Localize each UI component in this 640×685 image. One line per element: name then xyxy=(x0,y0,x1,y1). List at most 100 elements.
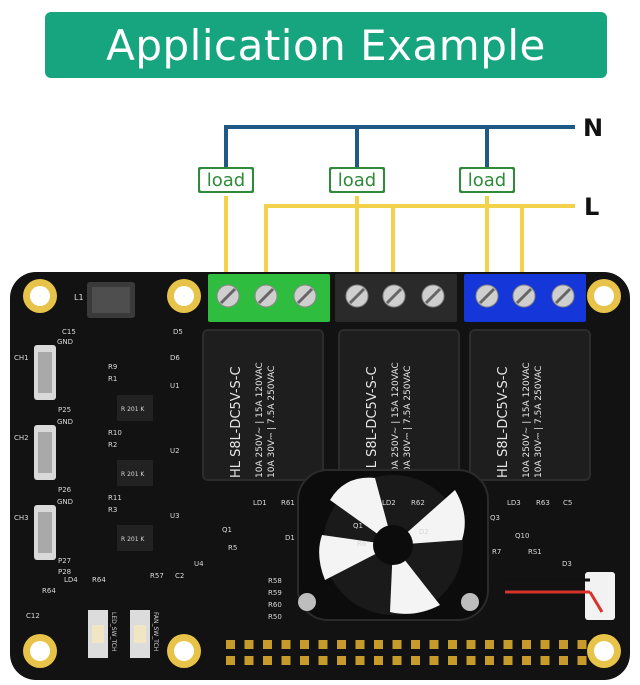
svg-text:C15: C15 xyxy=(62,328,76,336)
gpio-pin xyxy=(374,640,383,649)
gpio-pin xyxy=(226,656,235,665)
neutral-main-wire xyxy=(224,125,575,178)
svg-text:R64: R64 xyxy=(92,576,106,584)
relay-1: HL S8L-DC5V-S-C 10A 250V~ | 15A 120VAC 1… xyxy=(202,329,324,481)
svg-text:R61: R61 xyxy=(281,499,295,507)
gpio-pin xyxy=(503,656,513,665)
gpio-pin xyxy=(448,656,457,665)
gpio-pin xyxy=(466,640,476,649)
terminal-block-1 xyxy=(208,274,330,322)
svg-text:R 201 K: R 201 K xyxy=(121,471,145,478)
banner-title: Application Example xyxy=(106,20,546,70)
mounting-hole-bottom-mid xyxy=(167,634,201,668)
gpio-pin xyxy=(485,640,494,649)
svg-text:GND: GND xyxy=(57,498,73,506)
mounting-hole-bottom-left xyxy=(23,634,57,668)
relay-3-rating-a: 10A 250V~ | 15A 120VAC xyxy=(522,362,532,478)
svg-text:LD3: LD3 xyxy=(507,499,521,507)
gpio-pin xyxy=(448,640,457,649)
neutral-label: N xyxy=(583,114,603,142)
relay-3-model: HL S8L-DC5V-S-C xyxy=(496,366,511,478)
svg-text:U3: U3 xyxy=(170,512,180,520)
relay-3: HL S8L-DC5V-S-C 10A 250V~ | 15A 120VAC 1… xyxy=(469,329,591,481)
load-label-2: load xyxy=(338,170,376,191)
gpio-pin xyxy=(281,656,291,665)
title-banner: Application Example xyxy=(45,12,607,78)
svg-text:C2: C2 xyxy=(175,572,184,580)
gpio-pin xyxy=(318,640,328,649)
svg-text:GND: GND xyxy=(57,338,73,346)
gpio-pin xyxy=(522,640,531,649)
gpio-header xyxy=(226,640,587,665)
gpio-pin xyxy=(522,656,531,665)
svg-text:R1: R1 xyxy=(108,375,117,383)
relay-1-rating-b: 10A 30V⎓ | 7.5A 250VAC xyxy=(267,366,277,478)
relay-2-model: HL S8L-DC5V-S-C xyxy=(365,366,380,478)
gpio-pin xyxy=(337,640,346,649)
gpio-pin xyxy=(300,640,309,649)
gpio-pin xyxy=(263,640,272,649)
load-badge-3: load xyxy=(459,167,515,193)
neutral-wire xyxy=(224,125,575,178)
svg-text:R7: R7 xyxy=(492,548,501,556)
svg-text:LD4: LD4 xyxy=(64,576,78,584)
svg-text:U2: U2 xyxy=(170,447,180,455)
terminal-block-3 xyxy=(464,274,586,322)
svg-text:R60: R60 xyxy=(268,601,282,609)
svg-text:FAN_SW_TCH: FAN_SW_TCH xyxy=(152,612,159,651)
svg-text:C12: C12 xyxy=(26,612,40,620)
svg-text:Q1: Q1 xyxy=(353,522,363,530)
relay-1-rating-a: 10A 250V~ | 15A 120VAC xyxy=(255,362,265,478)
gpio-pin xyxy=(300,656,309,665)
gpio-pin xyxy=(466,656,476,665)
load-label-1: load xyxy=(207,170,245,191)
svg-text:R64: R64 xyxy=(42,587,56,595)
relay-2: HL S8L-DC5V-S-C 10A 250V~ | 15A 120VAC 1… xyxy=(338,329,460,481)
svg-text:D1: D1 xyxy=(285,534,295,542)
gpio-pin xyxy=(559,640,568,649)
channel-switches xyxy=(34,345,56,560)
gpio-pin xyxy=(411,640,420,649)
gpio-pin xyxy=(429,640,439,649)
gpio-pin xyxy=(263,656,272,665)
gpio-pin xyxy=(540,656,550,665)
relay-3-rating-b: 10A 30V⎓ | 7.5A 250VAC xyxy=(534,366,544,478)
gpio-pin xyxy=(337,656,346,665)
svg-text:R11: R11 xyxy=(108,494,122,502)
terminal-block-2 xyxy=(335,274,457,322)
svg-text:Q3: Q3 xyxy=(490,514,500,522)
relay-1-model: HL S8L-DC5V-S-C xyxy=(229,366,244,478)
optocouplers xyxy=(117,395,153,551)
gpio-pin xyxy=(392,640,402,649)
load-label-3: load xyxy=(468,170,506,191)
gpio-pin xyxy=(244,640,254,649)
svg-text:U4: U4 xyxy=(194,560,204,568)
inductor-l1: L1 xyxy=(74,282,135,318)
svg-text:LD2: LD2 xyxy=(382,499,396,507)
svg-text:R 201 K: R 201 K xyxy=(121,406,145,413)
svg-text:R10: R10 xyxy=(108,429,122,437)
svg-text:Q10: Q10 xyxy=(515,532,529,540)
svg-text:R57: R57 xyxy=(150,572,164,580)
mounting-hole-top-right xyxy=(587,279,621,313)
svg-text:P28: P28 xyxy=(58,568,71,576)
svg-text:R5: R5 xyxy=(228,544,237,552)
svg-text:D5: D5 xyxy=(173,328,183,336)
svg-text:P27: P27 xyxy=(58,557,71,565)
gpio-pin xyxy=(577,640,587,649)
gpio-pin xyxy=(577,656,587,665)
front-buttons xyxy=(88,610,150,658)
gpio-pin xyxy=(411,656,420,665)
svg-text:R2: R2 xyxy=(108,441,117,449)
mounting-hole-top-left xyxy=(23,279,57,313)
gpio-pin xyxy=(503,640,513,649)
svg-text:LED_SW_TCH: LED_SW_TCH xyxy=(110,612,117,652)
svg-text:P26: P26 xyxy=(58,486,72,494)
live-main-wire xyxy=(264,204,575,294)
svg-text:U1: U1 xyxy=(170,382,180,390)
load-badge-2: load xyxy=(329,167,385,193)
svg-text:Q1: Q1 xyxy=(222,526,232,534)
silkscreen: GND GND GND CH1 CH2 CH3 R9 R1 R10 R2 R11… xyxy=(14,328,572,652)
svg-text:P25: P25 xyxy=(58,406,71,414)
